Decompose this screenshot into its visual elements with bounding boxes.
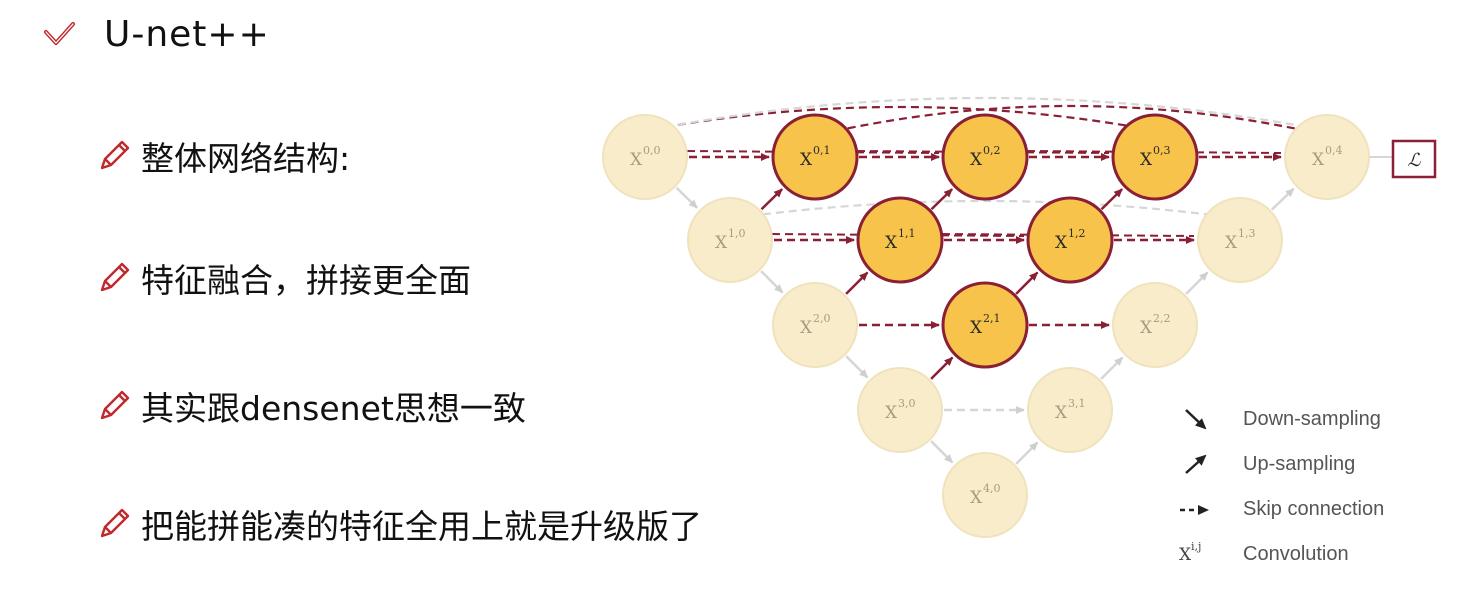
node-label: X [800,318,813,338]
dense-skip-edge [941,233,1195,237]
node-label: X [1140,150,1153,170]
node-superscript: 2,2 [1153,312,1171,325]
up-sampling-edge [930,188,953,211]
loss-box: ℒ [1370,139,1437,179]
node-superscript: 0,2 [983,144,1001,157]
check-icon [44,21,75,45]
up-sampling-edge [1100,188,1123,211]
skip-arc [664,96,1308,129]
legend: Down-sampling Up-sampling Skip connectio… [1179,408,1384,565]
up-sampling-edge [930,356,954,380]
legend-convolution: Convolution [1243,543,1349,565]
dense-skip-edge [686,150,940,154]
node-label: X [885,233,898,253]
bullet-item: 其实跟densenet思想一致 [95,382,526,430]
node-superscript: 0,1 [813,144,831,157]
pencil-icon [100,140,130,170]
node-label: X [630,150,643,170]
node-superscript: 4,0 [983,482,1001,495]
up-sampling-edge [1270,187,1295,211]
node-superscript: 1,2 [1068,227,1086,240]
up-sampling-edge [1015,271,1039,295]
bullet-text: 把能拼能凑的特征全用上就是升级版了 [141,507,702,546]
node-label: X [1312,150,1325,170]
dense-skip-edge [1026,150,1282,154]
legend-skip-connection: Skip connection [1243,498,1384,520]
node-superscript: 2,0 [813,312,831,325]
diagram-edges [664,96,1308,465]
svg-text:i,j: i,j [1191,540,1201,553]
node-superscript: 2,1 [983,312,1001,325]
down-arrow-icon [1185,409,1207,430]
bullet-item: 特征融合，拼接更全面 [95,254,471,302]
slide-title: U-net++ [40,14,270,55]
bullet-item: 整体网络结构: [95,132,350,180]
pencil-icon [100,508,130,538]
node-label: X [970,318,983,338]
down-sampling-edge [845,355,869,379]
bullet-text: 整体网络结构: [141,139,351,178]
skip-arc [664,105,1136,129]
node-label: X [970,150,983,170]
down-sampling-edge [675,186,698,209]
down-sampling-edge [760,270,784,294]
dense-skip-edge [856,150,1110,154]
title-text: U-net++ [104,14,270,55]
node-label: X [1055,233,1068,253]
skip-arc [834,104,1308,133]
bullet-text: 其实跟densenet思想一致 [141,389,526,428]
node-label: X [715,233,728,253]
up-sampling-edge [760,188,783,211]
up-sampling-edge [1100,356,1124,380]
convolution-symbol: X i,j [1179,540,1201,565]
node-label: X [970,488,983,508]
node-superscript: 3,1 [1068,397,1086,410]
node-label: X [1055,403,1068,423]
bullet-text: 特征融合，拼接更全面 [141,261,471,300]
svg-text:X: X [1179,545,1192,565]
node-superscript: 0,3 [1153,144,1171,157]
node-superscript: 0,4 [1325,144,1343,157]
up-sampling-edge [1015,441,1039,465]
up-sampling-edge [1185,271,1209,295]
node-label: X [800,150,813,170]
dense-skip-edge [771,233,1025,237]
node-superscript: 1,3 [1238,227,1256,240]
node-superscript: 1,1 [898,227,916,240]
pencil-icon [100,262,130,292]
bullet-item: 把能拼能凑的特征全用上就是升级版了 [95,500,702,548]
skip-arc [749,199,1221,218]
node-label: X [1225,233,1238,253]
legend-down-sampling: Down-sampling [1243,408,1381,430]
node-superscript: 0,0 [643,144,661,157]
legend-up-sampling: Up-sampling [1243,453,1355,475]
down-sampling-edge [930,440,954,464]
node-label: X [885,403,898,423]
node-superscript: 1,0 [728,227,746,240]
node-label: X [1140,318,1153,338]
node-superscript: 3,0 [898,397,916,410]
up-arrow-icon [1185,454,1207,474]
loss-label: ℒ [1408,150,1422,171]
pencil-icon [100,390,130,420]
up-sampling-edge [845,271,869,295]
